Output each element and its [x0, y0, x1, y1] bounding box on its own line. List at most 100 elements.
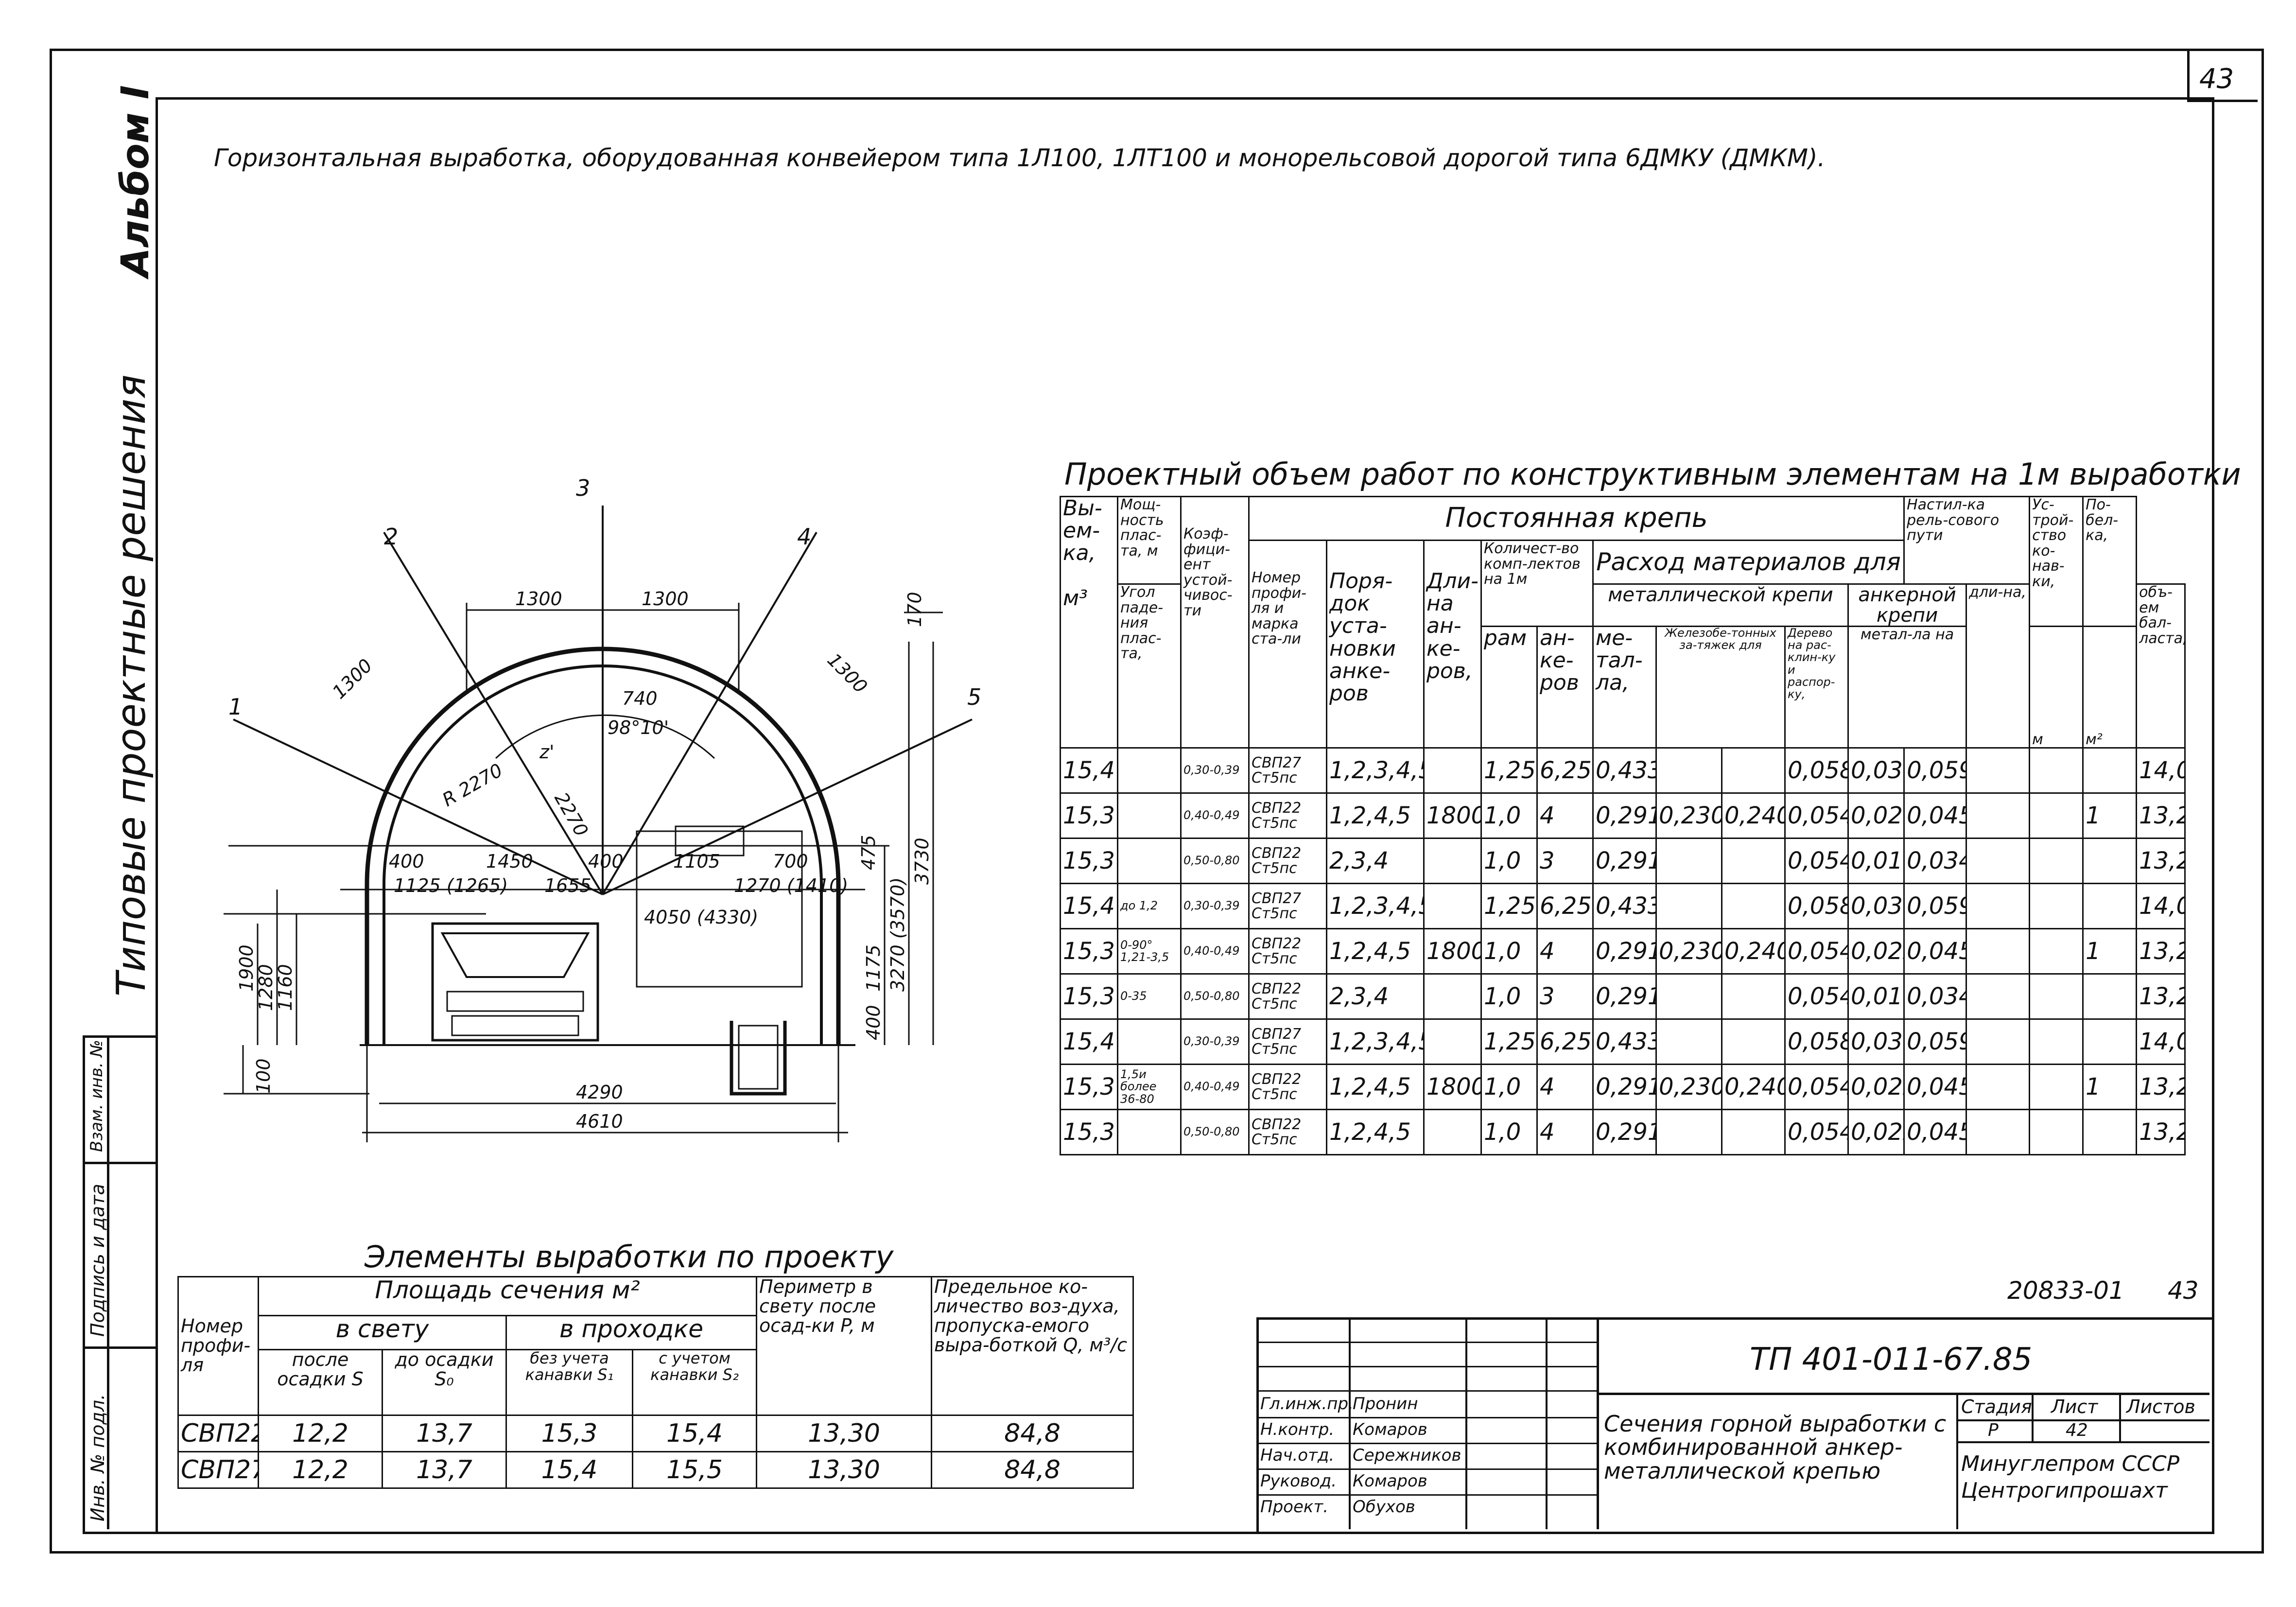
cell-coef: 0,30-0,39: [1180, 747, 1250, 794]
dim-1280: 1280: [255, 964, 277, 1011]
cell-v: 15,3: [1060, 792, 1118, 839]
cell-bal: [2029, 1018, 2084, 1065]
cell-steel: Ст5пс: [1252, 815, 1297, 832]
cell-steel: Ст5пс: [1252, 860, 1297, 877]
cell-roof: 0,230: [1655, 792, 1722, 839]
cell-bal: [2029, 1064, 2084, 1110]
cell-anch: 3: [1536, 838, 1594, 884]
cell-bal: [2029, 747, 2084, 794]
cell-roof: [1655, 747, 1722, 794]
h-excavation-unit: м³: [1063, 585, 1088, 611]
tb-vline-stage: [1956, 1393, 1958, 1529]
h-soil-unit: м²: [2082, 626, 2138, 749]
elements-table: Номер профи-ля Площадь сечения м² Периме…: [177, 1276, 1134, 1489]
cell-bal: [2029, 928, 2084, 975]
cell-frames: 1,0: [1480, 838, 1538, 884]
dim-1160: 1160: [275, 964, 296, 1011]
cell-sides: [1721, 747, 1786, 794]
cell-soil: 14,0: [2136, 747, 2186, 794]
cell-coef: 0,50-0,80: [1180, 973, 1250, 1020]
cell-anc: 0,034: [1847, 883, 1905, 929]
cell-strap: 0,059: [1903, 747, 1967, 794]
cell-dev: [2082, 1109, 2138, 1155]
h-device: Ус-трой-ство ко-нав-ки,: [2029, 496, 2084, 627]
h-order: Поря-док уста-новки анке-ров: [1326, 540, 1425, 749]
cell-seam-dip: [1117, 838, 1182, 884]
cell-seam: 0-90°: [1120, 938, 1153, 952]
tb-hline-stage: [1956, 1419, 2209, 1421]
cell-dev: [2082, 883, 2138, 929]
h-anchors: ан-ке-ров: [1536, 626, 1594, 749]
cell-wood: 0,054: [1784, 1109, 1849, 1155]
side-stamp-line2: [83, 1162, 156, 1164]
cell-wood: 0,054: [1784, 792, 1849, 839]
cell-steel: Ст5пс: [1252, 905, 1297, 922]
cell-order: 1,2,4,5: [1326, 1064, 1425, 1110]
e-h-clear: в свету: [258, 1315, 507, 1350]
cell-sides: 0,240: [1721, 1064, 1786, 1110]
cell-len: [1423, 1109, 1482, 1155]
tb-vline-3: [1465, 1317, 1467, 1529]
cell-bal: [2029, 973, 2084, 1020]
dim-1300-a: 1300: [515, 588, 562, 610]
h-rc-ties: Железобе-тонных за-тяжек для: [1655, 626, 1786, 749]
tb-code: ТП 401-011-67.85: [1750, 1342, 2033, 1378]
cell-strap: 0,034: [1903, 838, 1967, 884]
cell-soil: 14,0: [2136, 1018, 2186, 1065]
cell-v: 15,3: [1060, 838, 1118, 884]
e-h-with-ditch: с учетом канавки S₂: [631, 1349, 758, 1416]
h-profile: Номер профи-ля и марка ста-ли: [1248, 540, 1327, 749]
tb-vline-sheets: [2119, 1393, 2121, 1441]
dim-100: 100: [253, 1058, 274, 1094]
cell-frames: 1,25: [1480, 747, 1538, 794]
tb-vline-1: [1256, 1317, 1259, 1529]
cell-profile-no: СВП22: [1252, 844, 1302, 862]
dim-1105: 1105: [673, 851, 720, 872]
e-h-before: до осадки S₀: [382, 1349, 507, 1416]
e-cell-s: 12,2: [258, 1415, 383, 1452]
cell-steel: Ст5пс: [1252, 1086, 1297, 1103]
cell-coef: 0,40-0,49: [1180, 1064, 1250, 1110]
dim-2270-a: 2270: [550, 789, 592, 840]
cell-soil: 13,2: [2136, 1064, 2186, 1110]
e-cell-s1: 15,3: [505, 1415, 633, 1452]
tb-rowline-2: [1256, 1366, 1597, 1367]
dim-475: 475: [858, 835, 879, 870]
cell-anch: 6,25: [1536, 1018, 1594, 1065]
cell-dev: 1: [2082, 1064, 2138, 1110]
tb-role: Гл.инж.пр.: [1260, 1394, 1354, 1414]
cell-anc: 0,019: [1847, 838, 1905, 884]
cell-metal: 0,291: [1592, 1064, 1657, 1110]
cell-metal: 0,433: [1592, 747, 1657, 794]
cell-metal: 0,433: [1592, 883, 1657, 929]
cell-anch: 3: [1536, 973, 1594, 1020]
dim-1300-left: 1300: [328, 655, 377, 703]
dim-400-b: 400: [588, 851, 624, 872]
e-cell-s: 12,2: [258, 1451, 383, 1489]
cell-anc: 0,022: [1847, 1109, 1905, 1155]
cell-soil: 13,2: [2136, 792, 2186, 839]
elements-table-body: СВП2212,213,715,315,413,3084,8СВП2712,21…: [177, 1415, 1134, 1489]
h-soil: По-бел-ка,: [2082, 496, 2138, 627]
cell-seam-dip: до 1,2: [1117, 883, 1182, 929]
cell-steel: Ст5пс: [1252, 950, 1297, 967]
cell-steel: Ст5пс: [1252, 1041, 1297, 1058]
dim-4290: 4290: [576, 1082, 623, 1103]
cell-frames: 1,25: [1480, 883, 1538, 929]
volume-table: Вы-ем-ка,м³ Мощ-ность плас-та, м Коэф-фи…: [1060, 496, 2234, 1155]
tb-person-name: Комаров: [1353, 1471, 1427, 1491]
cell-bal: [2029, 838, 2084, 884]
cell-steel: Ст5пс: [1252, 996, 1297, 1013]
h-materials: Расход материалов для: [1592, 540, 1905, 585]
cell-tl: [1966, 928, 2031, 975]
cell-soil: 13,2: [2136, 973, 2186, 1020]
cell-seam-dip: [1117, 1018, 1182, 1065]
cell-len: 1800: [1423, 928, 1482, 975]
cell-tl: [1966, 792, 2031, 839]
